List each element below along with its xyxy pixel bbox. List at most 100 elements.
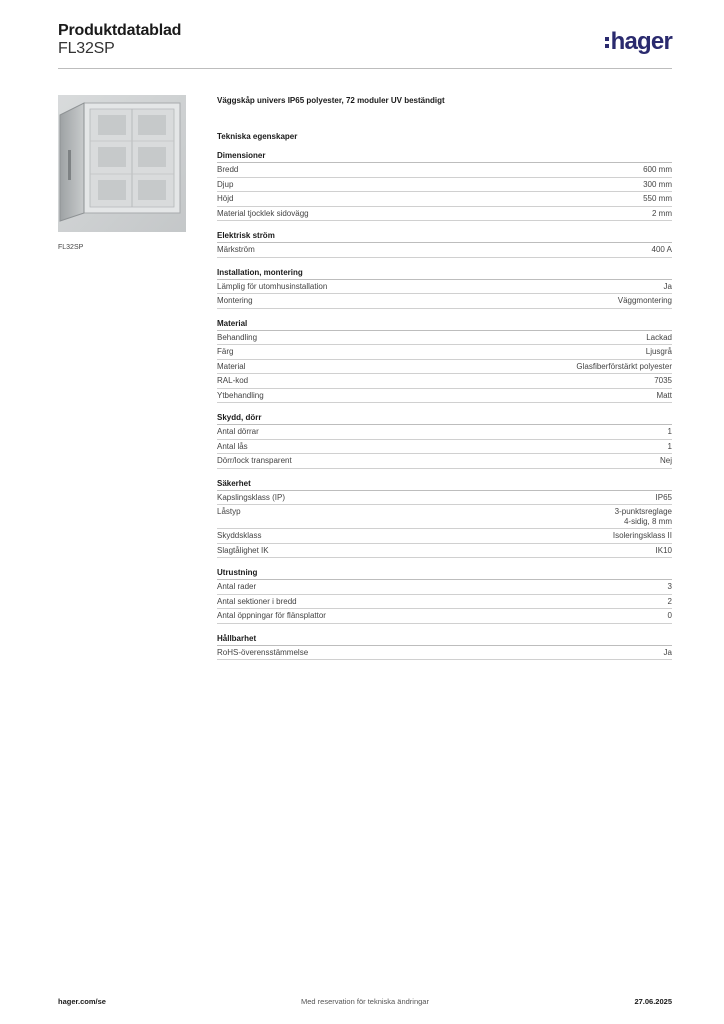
- spec-value: 300 mm: [643, 179, 672, 189]
- logo-dots-icon: [604, 36, 609, 48]
- spec-row: Höjd 550 mm: [217, 192, 672, 207]
- section-title: Hållbarhet: [217, 633, 672, 646]
- header-divider: [58, 68, 672, 69]
- spec-value: 7035: [654, 376, 672, 385]
- spec-label: Märkström: [217, 245, 255, 254]
- spec-label: Antal dörrar: [217, 427, 259, 436]
- spec-value: 3-punktsreglage 4-sidig, 8 mm: [614, 507, 672, 526]
- spec-row: Dörr/lock transparent Nej: [217, 454, 672, 469]
- spec-row: Slagtålighet IK IK10: [217, 544, 672, 558]
- product-specs: Väggskåp univers IP65 polyester, 72 modu…: [217, 96, 672, 669]
- spec-row: Färg Ljusgrå: [217, 345, 672, 360]
- spec-row: Material tjocklek sidovägg 2 mm: [217, 207, 672, 221]
- spec-label: Låstyp: [217, 507, 241, 516]
- spec-label: Höjd: [217, 194, 234, 203]
- spec-value: 600 mm: [643, 165, 672, 174]
- spec-value: 3: [667, 582, 672, 591]
- section-title: Dimensioner: [217, 150, 672, 163]
- document-title: Produktdatablad: [58, 22, 182, 39]
- spec-row: Antal sektioner i bredd 2: [217, 595, 672, 609]
- hager-logo: hager: [604, 28, 673, 56]
- spec-label: RAL-kod: [217, 376, 249, 385]
- spec-label: Skyddsklass: [217, 531, 262, 540]
- spec-value: Ja: [663, 647, 672, 657]
- spec-row: Djup 300 mm: [217, 178, 672, 192]
- spec-value: IP65: [655, 492, 672, 502]
- spec-value: 400 A: [651, 245, 672, 254]
- footer-date: 27.06.2025: [634, 997, 672, 1006]
- spec-row: Skyddsklass Isoleringsklass II: [217, 529, 672, 544]
- spec-label: Djup: [217, 179, 234, 189]
- spec-row: Antal öppningar för flänsplattor 0: [217, 609, 672, 624]
- image-caption: FL32SP: [58, 244, 84, 251]
- spec-label: Slagtålighet IK: [217, 545, 269, 555]
- spec-row: Montering Väggmontering: [217, 294, 672, 309]
- spec-label: Montering: [217, 296, 253, 305]
- spec-value: Isoleringsklass II: [612, 531, 672, 540]
- spec-value: Ja: [663, 281, 672, 291]
- section-title: Elektrisk ström: [217, 230, 672, 243]
- spec-value: 550 mm: [643, 194, 672, 203]
- spec-value: 2: [667, 596, 672, 606]
- spec-value: Nej: [659, 456, 672, 465]
- product-name: Väggskåp univers IP65 polyester, 72 modu…: [217, 96, 445, 105]
- spec-value: Glasfiberförstärkt polyester: [576, 361, 672, 371]
- spec-row: Märkström 400 A: [217, 243, 672, 258]
- spec-value: IK10: [655, 545, 672, 555]
- spec-row: Lämplig för utomhusinstallation Ja: [217, 280, 672, 294]
- spec-value: Lackad: [646, 332, 672, 342]
- spec-value: Väggmontering: [617, 296, 672, 305]
- spec-label: Material: [217, 361, 246, 371]
- spec-label: Ytbehandling: [217, 390, 264, 400]
- spec-value: 0: [667, 611, 672, 620]
- spec-row: Bredd 600 mm: [217, 163, 672, 178]
- section-title: Installation, montering: [217, 267, 672, 280]
- spec-value: 1: [667, 441, 672, 451]
- wall-cabinet-image: [58, 95, 186, 232]
- spec-row: Kapslingsklass (IP) IP65: [217, 491, 672, 505]
- section-title: Utrustning: [217, 567, 672, 580]
- section-title: Material: [217, 318, 672, 331]
- spec-row: Antal dörrar 1: [217, 425, 672, 440]
- spec-label: RoHS-överensstämmelse: [217, 647, 309, 657]
- spec-row: Material Glasfiberförstärkt polyester: [217, 360, 672, 374]
- spec-label: Kapslingsklass (IP): [217, 492, 286, 502]
- logo-text: hager: [610, 28, 673, 55]
- spec-value: Ljusgrå: [645, 347, 672, 356]
- spec-value: Matt: [656, 390, 672, 400]
- spec-label: Bredd: [217, 165, 239, 174]
- spec-label: Lämplig för utomhusinstallation: [217, 281, 328, 291]
- product-code: FL32SP: [58, 40, 115, 57]
- spec-row: RoHS-överensstämmelse Ja: [217, 646, 672, 660]
- spec-label: Behandling: [217, 332, 258, 342]
- section-title: Säkerhet: [217, 478, 672, 491]
- spec-label: Antal öppningar för flänsplattor: [217, 611, 326, 620]
- spec-label: Antal rader: [217, 582, 257, 591]
- spec-row: RAL-kod 7035: [217, 374, 672, 389]
- section-title: Skydd, dörr: [217, 412, 672, 425]
- spec-label: Dörr/lock transparent: [217, 456, 292, 465]
- spec-row: Antal rader 3: [217, 580, 672, 595]
- spec-label: Färg: [217, 347, 234, 356]
- spec-row: Låstyp 3-punktsreglage 4-sidig, 8 mm: [217, 505, 672, 529]
- spec-value: 2 mm: [652, 208, 672, 218]
- footer-disclaimer: Med reservation för tekniska ändringar: [301, 997, 429, 1006]
- spec-value: 1: [667, 427, 672, 436]
- spec-row: Ytbehandling Matt: [217, 389, 672, 403]
- spec-row: Antal lås 1: [217, 440, 672, 454]
- spec-label: Material tjocklek sidovägg: [217, 208, 309, 218]
- footer-website: hager.com/se: [58, 997, 106, 1006]
- spec-row: Behandling Lackad: [217, 331, 672, 345]
- spec-label: Antal sektioner i bredd: [217, 596, 297, 606]
- spec-heading: Tekniska egenskaper: [217, 132, 298, 141]
- spec-label: Antal lås: [217, 441, 248, 451]
